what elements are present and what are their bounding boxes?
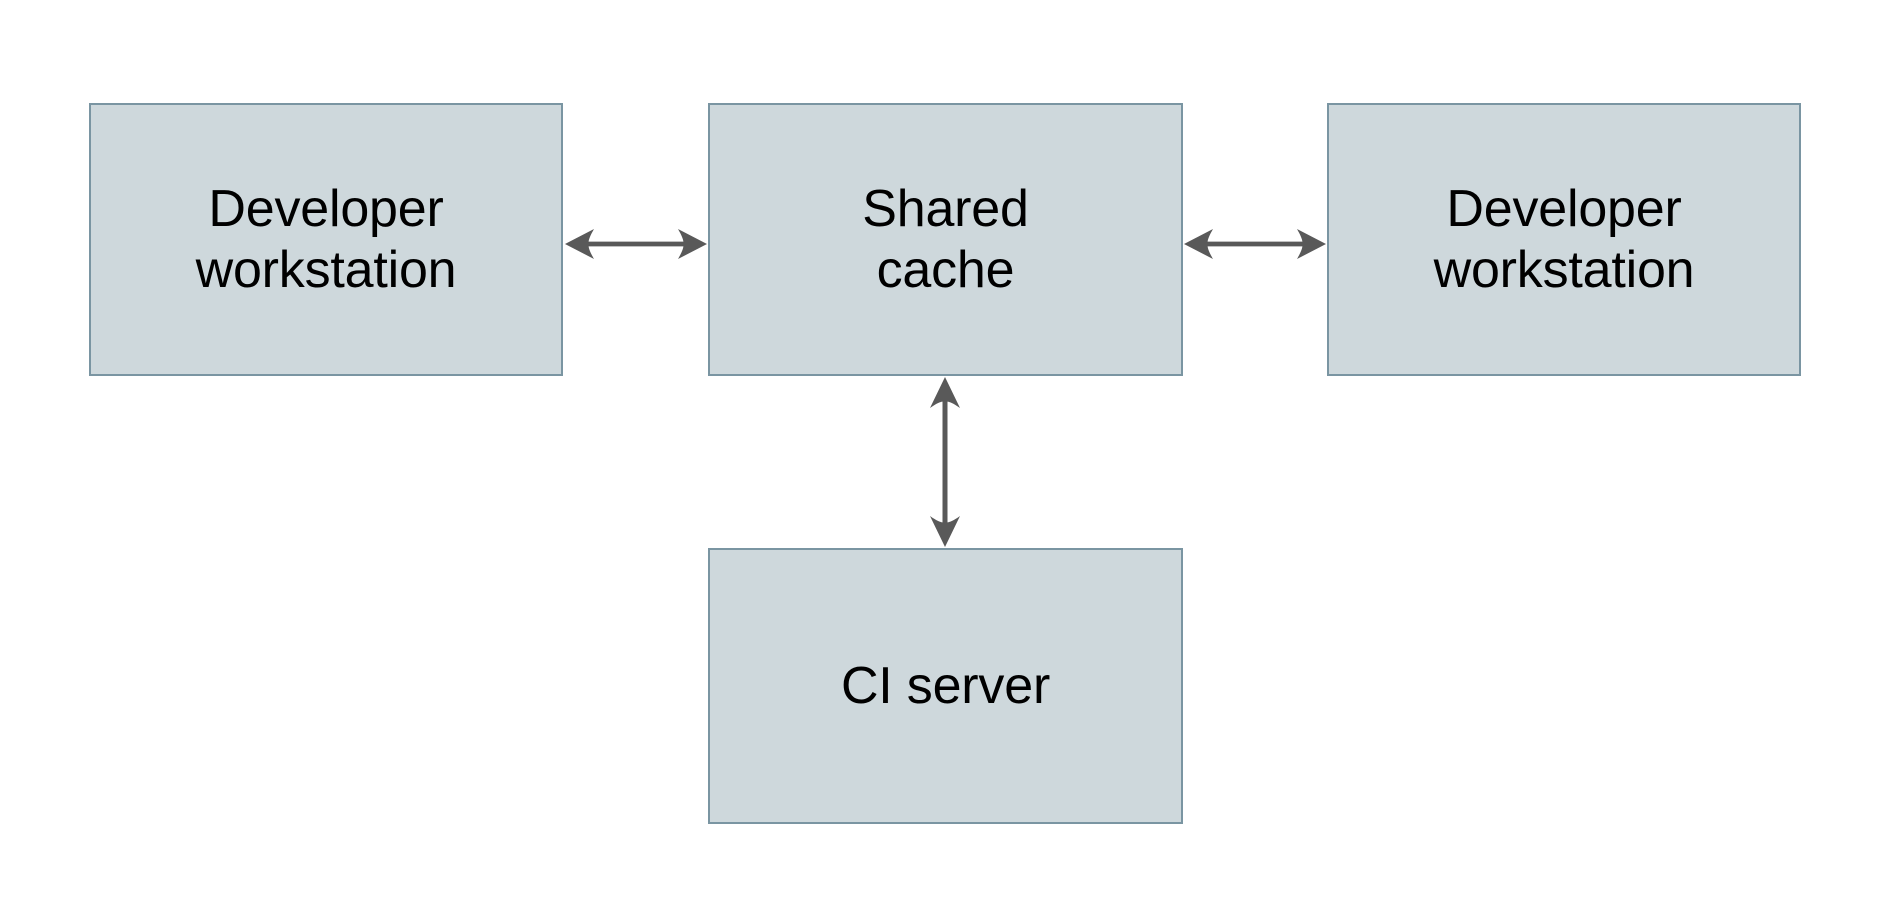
node-label: Developer workstation: [195, 179, 457, 299]
node-developer-workstation-left[interactable]: Developer workstation: [89, 103, 563, 376]
node-label: Developer workstation: [1433, 179, 1695, 299]
double-arrow-icon: [1184, 229, 1326, 259]
double-arrow-icon: [930, 377, 960, 547]
node-shared-cache[interactable]: Shared cache: [708, 103, 1183, 376]
node-ci-server[interactable]: CI server: [708, 548, 1183, 824]
edge-shared-cache-to-ci-server[interactable]: [919, 373, 971, 551]
node-developer-workstation-right[interactable]: Developer workstation: [1327, 103, 1801, 376]
edge-developer-workstation-left-to-shared-cache[interactable]: [560, 218, 712, 270]
node-label: CI server: [840, 656, 1051, 715]
edge-shared-cache-to-developer-workstation-right[interactable]: [1179, 218, 1331, 270]
node-label: Shared cache: [862, 179, 1029, 299]
double-arrow-icon: [565, 229, 707, 259]
